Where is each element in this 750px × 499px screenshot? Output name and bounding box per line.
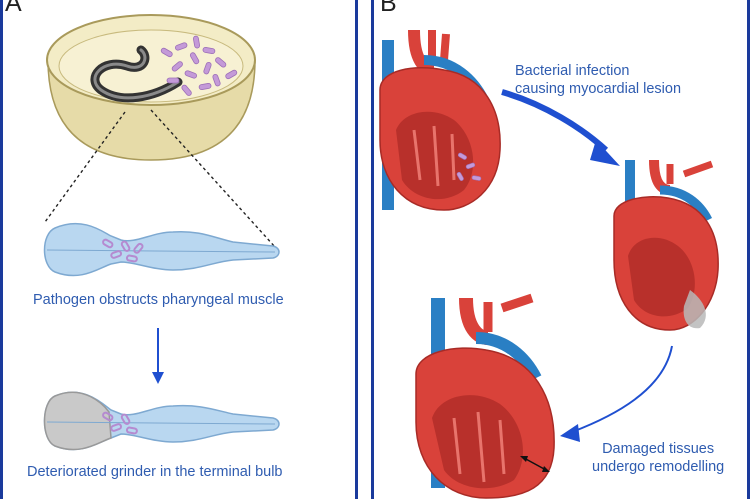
- panel-a: A: [0, 0, 358, 499]
- panel-a-letter: A: [5, 0, 22, 17]
- zoom-lines: [44, 109, 276, 248]
- caption-grinder: Deteriorated grinder in the terminal bul…: [27, 464, 283, 480]
- arrow-remodelling: [560, 345, 673, 442]
- caption-damage-line1: Damaged tissues: [602, 441, 715, 457]
- panel-b-letter: B: [380, 0, 397, 17]
- caption-infection-line1: Bacterial infection: [515, 63, 630, 79]
- arrow-infection: [501, 89, 620, 166]
- panel-a-illustration: [43, 14, 280, 451]
- panel-b-illustration: [379, 29, 719, 499]
- heart-lesion: [613, 159, 719, 331]
- heart-remodelled: [415, 293, 555, 499]
- pharynx-obstructed: [43, 222, 280, 277]
- bacteria-colony: [160, 35, 238, 96]
- panel-b: B: [371, 0, 750, 499]
- heart-infected: [379, 29, 501, 211]
- wall-thickness-arrow: [520, 456, 550, 472]
- petri-dish: [46, 14, 256, 161]
- nematode-worm: [90, 45, 183, 103]
- caption-damage: Damaged tissues undergo remodelling: [592, 440, 724, 476]
- caption-obstruction: Pathogen obstructs pharyngeal muscle: [33, 292, 284, 308]
- caption-damage-line2: undergo remodelling: [592, 459, 725, 475]
- down-arrow: [152, 328, 164, 384]
- caption-infection-line2: causing myocardial lesion: [515, 81, 682, 97]
- pharynx-deteriorated: [43, 391, 280, 451]
- caption-infection: Bacterial infection causing myocardial l…: [515, 62, 681, 98]
